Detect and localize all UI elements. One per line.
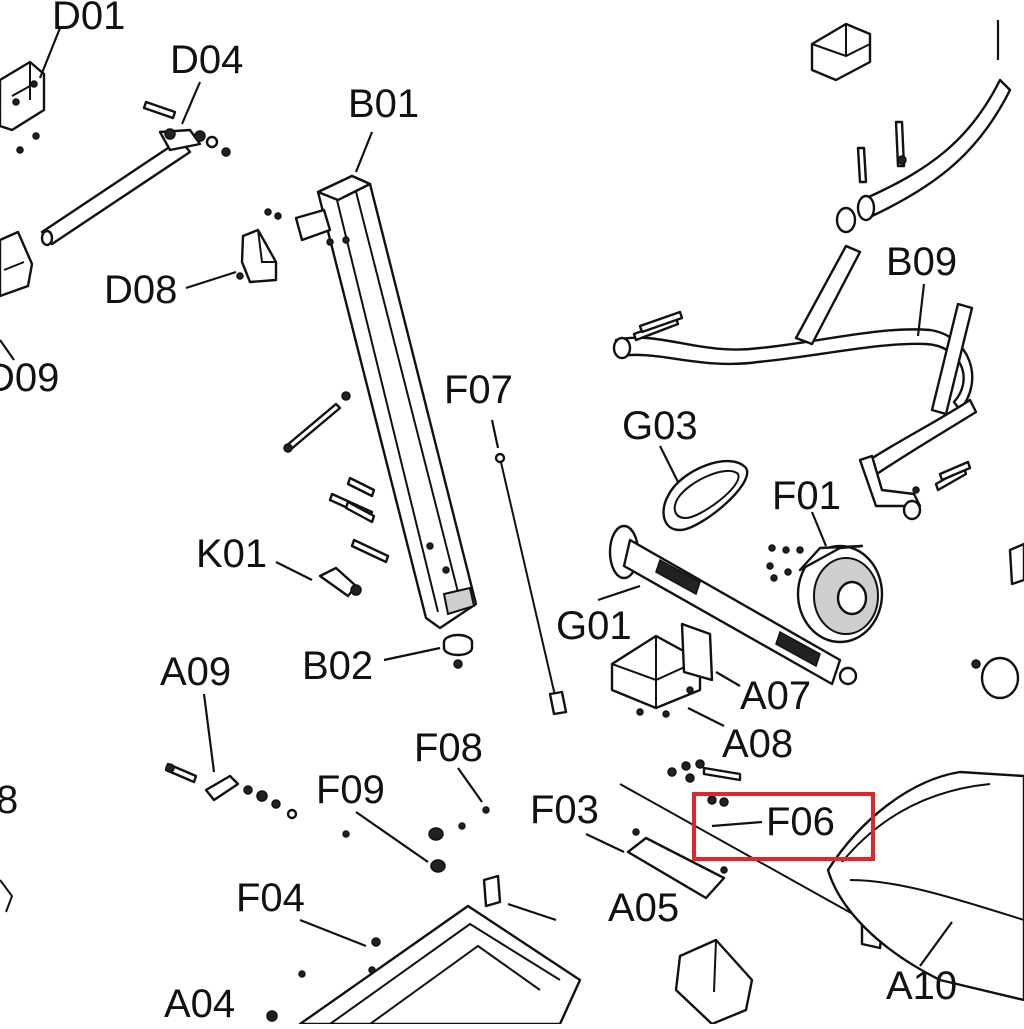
part-g01-shaft xyxy=(608,524,858,686)
part-d04-rod xyxy=(40,100,231,247)
part-f07-cable xyxy=(494,452,568,716)
label-f04: F04 xyxy=(236,876,305,920)
part-top-cap xyxy=(810,22,872,82)
label-a08: A08 xyxy=(722,722,794,766)
label-k01: K01 xyxy=(196,532,268,576)
part-d09-piece xyxy=(0,230,34,361)
label-a04: A04 xyxy=(164,982,236,1026)
label-f01: F01 xyxy=(772,474,841,518)
highlight-box-f06 xyxy=(692,792,875,861)
part-f01-pulley xyxy=(766,544,884,644)
label-f08: F08 xyxy=(414,726,483,770)
part-a08-bolts xyxy=(667,759,742,807)
f06-leader-line xyxy=(711,820,763,828)
part-b09-frame xyxy=(612,78,1012,521)
part-a10-cover xyxy=(826,770,1024,1002)
part-d08-bracket xyxy=(236,208,282,284)
part-d01-bracket xyxy=(0,60,46,154)
label-b01: B01 xyxy=(348,82,420,126)
part-a09-assembly xyxy=(164,762,298,820)
label-edge-8: 8 xyxy=(0,778,19,822)
label-f06: F06 xyxy=(766,800,835,844)
part-f09-washers xyxy=(342,827,446,873)
label-g01: G01 xyxy=(556,604,632,648)
label-d01: D01 xyxy=(52,0,126,38)
label-b09: B09 xyxy=(886,240,958,284)
part-b02-foot xyxy=(442,633,474,669)
label-d04: D04 xyxy=(170,38,244,82)
label-d09: D09 xyxy=(0,356,60,400)
part-g03-belt xyxy=(662,459,749,532)
part-b01-bolts xyxy=(283,391,390,564)
label-a07: A07 xyxy=(740,674,812,718)
label-b02: B02 xyxy=(302,644,374,688)
label-a05: A05 xyxy=(608,886,680,930)
part-k01-knob xyxy=(318,566,362,598)
part-controller-box xyxy=(674,938,754,1026)
label-f07: F07 xyxy=(444,368,513,412)
part-b01-upright xyxy=(294,174,478,630)
label-g03: G03 xyxy=(622,404,698,448)
label-f03: F03 xyxy=(530,788,599,832)
part-right-fragments xyxy=(971,542,1024,700)
label-a09: A09 xyxy=(160,650,232,694)
part-left-fragment xyxy=(0,879,14,913)
label-d08: D08 xyxy=(104,268,178,312)
part-a05-bracket xyxy=(626,828,728,900)
label-a10: A10 xyxy=(886,964,958,1008)
part-a07-bracket xyxy=(610,622,714,718)
part-base-frame xyxy=(266,874,582,1026)
part-f08-screw xyxy=(458,806,490,830)
label-f09: F09 xyxy=(316,768,385,812)
